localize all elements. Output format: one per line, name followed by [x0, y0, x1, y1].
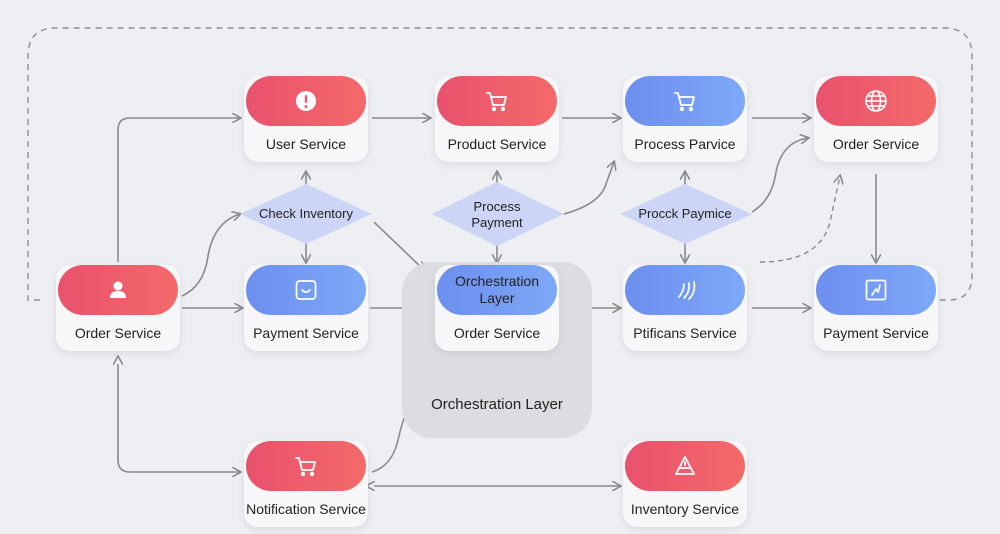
- notification-service-header: [246, 441, 366, 491]
- edge-left-to-check: [181, 214, 240, 297]
- orchestration-order-service-label: Order Service: [453, 325, 541, 341]
- alert-icon: [296, 91, 316, 111]
- edge-left-to-user: [117, 118, 240, 262]
- payment-service-right-header: [816, 265, 936, 315]
- procck-paymice-label: Procck Paymice: [638, 206, 732, 221]
- cart-icon: [674, 92, 695, 112]
- payment-service-mid-label: Payment Service: [253, 325, 359, 341]
- inventory-service-node[interactable]: Inventory Service: [623, 441, 747, 527]
- user-service-header: [246, 76, 366, 126]
- signal-icon: [678, 281, 696, 300]
- process-payment-label: Process Payment: [471, 199, 523, 230]
- edge-paymice-to-order: [751, 138, 808, 213]
- orchestration-layer-label: Orchestration Layer: [431, 396, 563, 413]
- procck-paymice-diamond: [620, 184, 752, 244]
- inventory-service-label: Inventory Service: [630, 501, 740, 517]
- chart-icon: [865, 279, 887, 301]
- warning-icon: [675, 456, 695, 475]
- globe-icon: [865, 90, 887, 112]
- ptificans-service-node[interactable]: Ptificans Service: [623, 265, 747, 351]
- check-inventory-diamond: [240, 184, 372, 244]
- payment-service-right-label: Payment Service: [823, 325, 929, 341]
- orchestration-header: Orchestration Layer: [437, 265, 557, 315]
- dashed-to-order: [759, 176, 840, 263]
- cart-icon: [295, 457, 316, 477]
- product-service-header: [437, 76, 557, 126]
- notification-service-label: Notification Service: [246, 501, 366, 517]
- notification-service-node[interactable]: Notification Service: [244, 441, 368, 527]
- order-service-top-label: Order Service: [832, 136, 920, 152]
- order-service-left-node[interactable]: Order Service: [56, 265, 180, 351]
- user-icon: [110, 281, 126, 298]
- process-parvice-label: Process Parvice: [634, 136, 736, 152]
- ptificans-service-label: Ptificans Service: [633, 325, 737, 341]
- orchestration-title: Orchestration Layer: [454, 273, 540, 306]
- payment-service-right-node[interactable]: Payment Service: [814, 265, 938, 351]
- inventory-service-header: [625, 441, 745, 491]
- user-service-node[interactable]: User Service: [244, 76, 368, 162]
- inbox-icon: [295, 280, 317, 300]
- orchestration-order-service-node[interactable]: Orchestration Layer Order Service: [435, 265, 559, 351]
- ptificans-service-header: [625, 265, 745, 315]
- process-parvice-node[interactable]: Process Parvice: [623, 76, 747, 162]
- edge-left-notif: [118, 364, 240, 472]
- payment-service-mid-header: [246, 265, 366, 315]
- order-service-left-label: Order Service: [74, 325, 162, 341]
- dashed-boundary: [27, 27, 973, 301]
- process-payment-diamond: [432, 182, 564, 246]
- cart-icon: [486, 92, 507, 112]
- edge-pp-to-process: [563, 162, 614, 215]
- order-service-top-header: [816, 76, 936, 126]
- payment-service-mid-node[interactable]: Payment Service: [244, 265, 368, 351]
- product-service-label: Product Service: [447, 136, 547, 152]
- order-service-left-header: [58, 265, 178, 315]
- user-service-label: User Service: [265, 136, 347, 152]
- check-inventory-label: Check Inventory: [259, 206, 353, 221]
- product-service-node[interactable]: Product Service: [435, 76, 559, 162]
- edge-check-to-orch: [373, 221, 424, 270]
- order-service-top-node[interactable]: Order Service: [814, 76, 938, 162]
- process-parvice-header: [625, 76, 745, 126]
